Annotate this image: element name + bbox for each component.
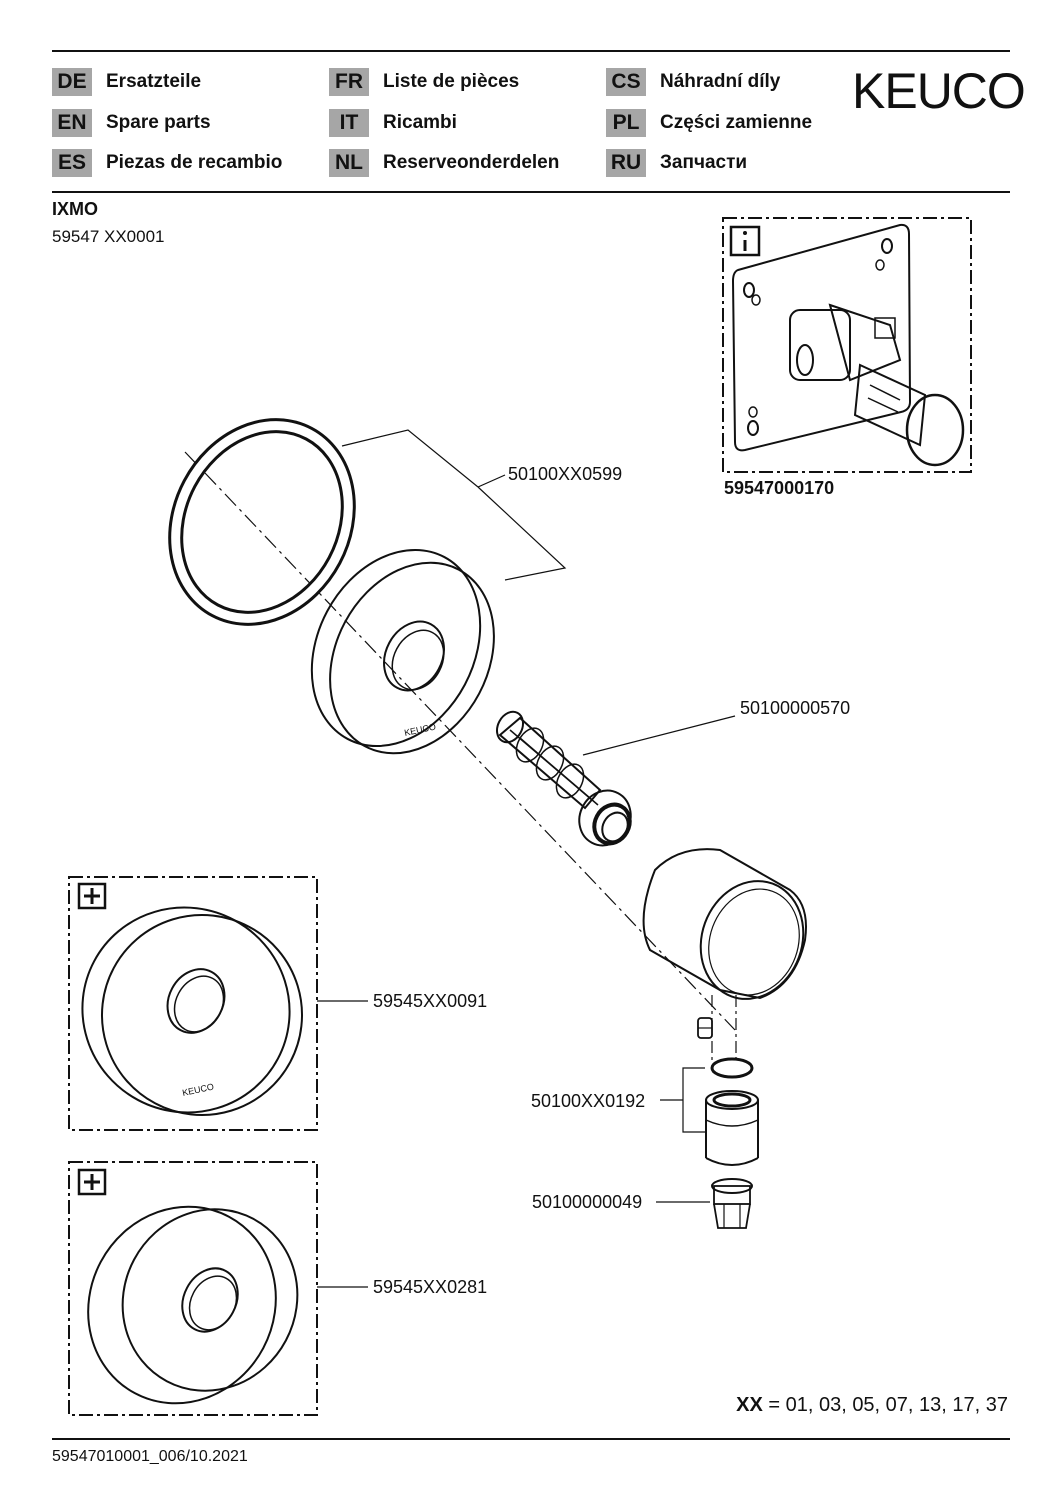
lang-row-es: ES Piezas de recambio [52, 148, 282, 178]
lang-row-fr: FR Liste de pièces [329, 67, 519, 97]
lang-label: Запчасти [660, 152, 748, 173]
info-box [722, 217, 972, 473]
lang-code: PL [606, 109, 646, 137]
document-code: 59547010001_006/10.2021 [52, 1448, 248, 1465]
label-extension: 50100000570 [740, 698, 851, 718]
leader-extension [582, 715, 736, 756]
extension-sleeve [496, 710, 632, 847]
label-insert: 50100000049 [532, 1192, 643, 1212]
leader-seal-ring [341, 429, 479, 488]
lang-label: Ricambi [383, 112, 457, 133]
lang-row-pl: PL Części zamienne [606, 108, 812, 138]
grub-screw [697, 1017, 713, 1039]
brand-logo: KEUCO [852, 63, 1026, 119]
lang-label: Części zamienne [660, 112, 813, 133]
seal-ring [168, 418, 356, 626]
label-cartridge: 50100XX0192 [531, 1091, 646, 1111]
lang-code: ES [52, 149, 92, 177]
plus-box-icon [77, 1168, 107, 1196]
lang-code: EN [52, 109, 92, 137]
insert-piece [711, 1178, 753, 1229]
variant-key: XX [736, 1394, 763, 1416]
header-bottom-rule [52, 191, 1010, 193]
lang-code: RU [606, 149, 646, 177]
lang-row-nl: NL Reserveonderdelen [329, 148, 559, 178]
handle-knob [642, 848, 807, 1000]
info-icon [729, 225, 761, 257]
plus-box-icon [77, 882, 107, 910]
variant-equals: = [762, 1394, 786, 1416]
product-name: IXMO [52, 199, 99, 219]
lang-row-ru: RU Запчасти [606, 148, 747, 178]
lang-label: Reserveonderdelen [383, 152, 560, 173]
option-box-flat [68, 876, 318, 1131]
leader-seal-ring-2 [477, 486, 567, 581]
option-box-deep [68, 1161, 318, 1416]
valve-body [789, 303, 965, 467]
mounting-plate [731, 223, 912, 452]
lang-code: DE [52, 68, 92, 96]
lang-code: NL [329, 149, 369, 177]
label-option-flat: 59545XX0091 [373, 991, 488, 1011]
lang-label: Ersatzteile [106, 71, 202, 92]
o-ring [710, 1057, 754, 1079]
leader-cartridge-bracket [682, 1067, 705, 1133]
top-rule [52, 50, 1010, 52]
lang-row-it: IT Ricambi [329, 108, 457, 138]
lang-row-en: EN Spare parts [52, 108, 211, 138]
lang-label: Náhradní díly [660, 71, 781, 92]
cartridge [705, 1090, 759, 1166]
lang-label: Spare parts [106, 112, 211, 133]
label-seal-ring: 50100XX0599 [508, 464, 623, 484]
label-option-deep: 59545XX0281 [373, 1277, 488, 1297]
lang-label: Piezas de recambio [106, 152, 283, 173]
rosette-logo: KEUCO [403, 722, 436, 738]
lang-code: FR [329, 68, 369, 96]
lang-row-cs: CS Náhradní díly [606, 67, 780, 97]
lang-label: Liste de pièces [383, 71, 520, 92]
product-code: 59547 XX0001 [52, 227, 165, 246]
variant-values: 01, 03, 05, 07, 13, 17, 37 [785, 1394, 1008, 1416]
footer-rule [52, 1438, 1010, 1440]
info-box-code: 59547000170 [724, 478, 835, 498]
rosette [310, 548, 495, 755]
rosette-logo: KEUCO [181, 1082, 214, 1098]
lang-row-de: DE Ersatzteile [52, 67, 201, 97]
lang-code: IT [329, 109, 369, 137]
variant-note: XX = 01, 03, 05, 07, 13, 17, 37 [736, 1394, 1008, 1417]
lang-code: CS [606, 68, 646, 96]
